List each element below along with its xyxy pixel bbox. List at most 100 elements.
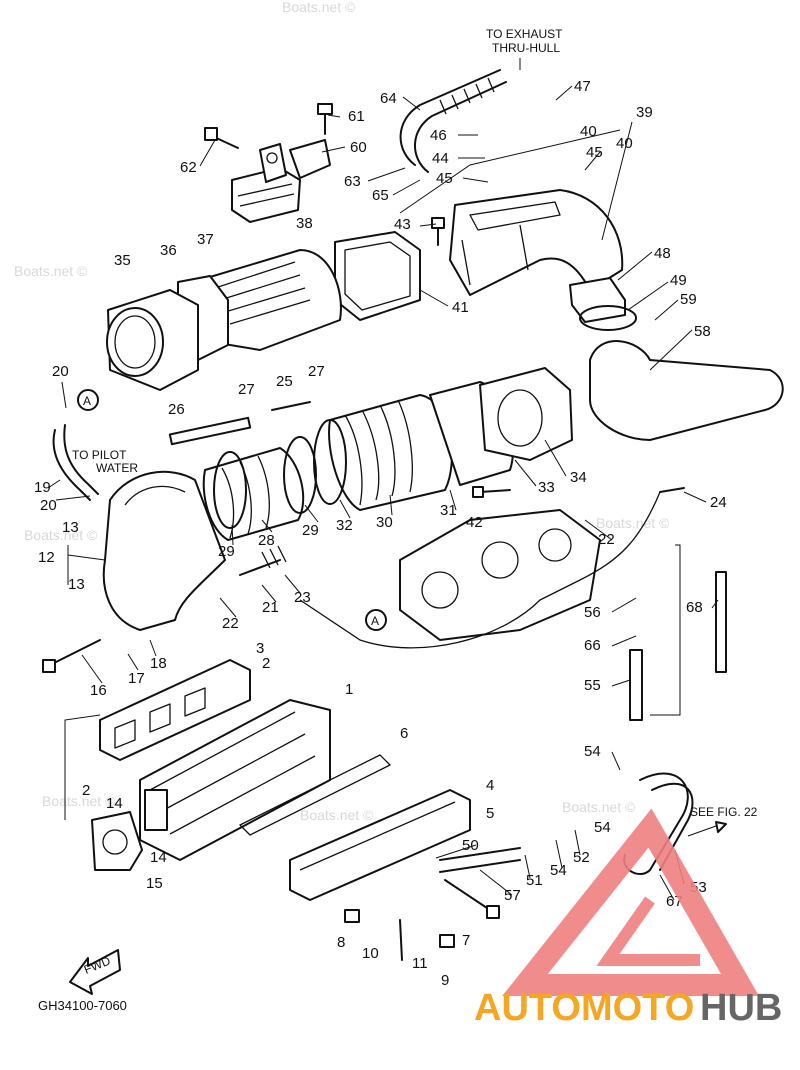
callout-48: 48 bbox=[654, 245, 671, 262]
callout-35: 35 bbox=[114, 252, 131, 269]
callout-28: 28 bbox=[258, 532, 275, 549]
bolt-61 bbox=[317, 103, 333, 135]
see-fig-arrow bbox=[687, 821, 727, 837]
callout-54b: 54 bbox=[594, 819, 611, 836]
callout-30: 30 bbox=[376, 514, 393, 531]
callout-63: 63 bbox=[344, 173, 361, 190]
exhaust-hose-64 bbox=[399, 69, 507, 173]
callout-14a: 14 bbox=[106, 795, 123, 812]
exhaust-note-line1: TO EXHAUST bbox=[486, 27, 563, 41]
cover-4 bbox=[289, 789, 471, 901]
callout-27b: 27 bbox=[308, 363, 325, 380]
callout-38: 38 bbox=[296, 215, 313, 232]
callout-24: 24 bbox=[710, 494, 727, 511]
callout-1: 1 bbox=[345, 681, 353, 698]
callout-14b: 14 bbox=[150, 849, 167, 866]
callout-40a: 40 bbox=[580, 123, 597, 140]
watermark: Boats.net © bbox=[596, 515, 670, 531]
callout-31: 31 bbox=[440, 502, 457, 519]
callout-26: 26 bbox=[168, 401, 185, 418]
callout-54a: 54 bbox=[584, 743, 601, 760]
logo-triangle-icon bbox=[502, 808, 759, 996]
bolt-9 bbox=[439, 934, 455, 948]
ref-a-label: A bbox=[83, 394, 91, 408]
bellows-30 bbox=[328, 394, 453, 511]
callout-10: 10 bbox=[362, 945, 379, 962]
callout-12: 12 bbox=[38, 549, 55, 566]
callout-29a: 29 bbox=[218, 543, 235, 560]
gasket-38 bbox=[334, 231, 421, 321]
fwd-arrow: FWD bbox=[69, 949, 121, 995]
callout-32: 32 bbox=[336, 517, 353, 534]
clamp-32 bbox=[313, 419, 347, 505]
watermark: Boats.net © bbox=[300, 807, 374, 823]
callout-19: 19 bbox=[34, 479, 51, 496]
callout-25: 25 bbox=[276, 373, 293, 390]
callout-65: 65 bbox=[372, 187, 389, 204]
callout-61: 61 bbox=[348, 108, 365, 125]
callout-52: 52 bbox=[573, 849, 590, 866]
callout-34: 34 bbox=[570, 469, 587, 486]
callout-42: 42 bbox=[466, 514, 483, 531]
bolt-21 bbox=[239, 545, 287, 576]
callout-29b: 29 bbox=[302, 522, 319, 539]
ref-circle-a-top: A bbox=[77, 389, 99, 411]
callout-62: 62 bbox=[180, 159, 197, 176]
logo-inner-icon bbox=[596, 896, 700, 966]
watermark: Boats.net © bbox=[42, 793, 116, 809]
watermark: Boats.net © bbox=[14, 263, 88, 279]
callout-3: 3 bbox=[256, 640, 264, 657]
callout-13b: 13 bbox=[68, 576, 85, 593]
callout-43: 43 bbox=[394, 216, 411, 233]
automotohub-logo bbox=[502, 808, 759, 996]
callout-16: 16 bbox=[90, 682, 107, 699]
elbow-pipe-12 bbox=[102, 470, 226, 631]
ref-a-label: A bbox=[371, 614, 379, 628]
bolt-62 bbox=[204, 127, 239, 149]
bolt-16 bbox=[42, 639, 101, 673]
callout-23: 23 bbox=[294, 589, 311, 606]
nipple-24 bbox=[659, 487, 685, 493]
callout-40b: 40 bbox=[616, 135, 633, 152]
callout-44: 44 bbox=[432, 150, 449, 167]
muffler-37 bbox=[199, 249, 342, 351]
callout-17: 17 bbox=[128, 670, 145, 687]
joint-25 bbox=[271, 401, 311, 411]
callout-5: 5 bbox=[486, 805, 494, 822]
callout-51: 51 bbox=[526, 872, 543, 889]
callout-47: 47 bbox=[574, 78, 591, 95]
bolt-7 bbox=[444, 879, 500, 919]
callout-7: 7 bbox=[462, 932, 470, 949]
callout-4: 4 bbox=[486, 777, 494, 794]
pipe-26 bbox=[168, 416, 252, 446]
callout-27a: 27 bbox=[238, 381, 255, 398]
callout-58: 58 bbox=[694, 323, 711, 340]
brand-text-automoto: AUTOMOTO bbox=[474, 987, 694, 1029]
pilot-note-line2: WATER bbox=[96, 461, 138, 475]
coupling-48 bbox=[569, 277, 626, 323]
brand-text-hub: HUB bbox=[700, 987, 782, 1029]
callout-33: 33 bbox=[538, 479, 555, 496]
callout-46: 46 bbox=[430, 127, 447, 144]
callout-68: 68 bbox=[686, 599, 703, 616]
callout-8: 8 bbox=[337, 934, 345, 951]
clamp-49 bbox=[579, 305, 637, 331]
hose-55 bbox=[629, 649, 643, 721]
callout-41: 41 bbox=[452, 299, 469, 316]
callout-21: 21 bbox=[262, 599, 279, 616]
callout-2b: 2 bbox=[82, 782, 90, 799]
watermark: Boats.net © bbox=[562, 799, 636, 815]
callout-37: 37 bbox=[197, 231, 214, 248]
bracket-60 bbox=[231, 139, 331, 223]
pin-10 bbox=[399, 919, 403, 961]
callout-20a: 20 bbox=[52, 363, 69, 380]
plate-15 bbox=[91, 811, 143, 871]
callout-39: 39 bbox=[636, 104, 653, 121]
callout-36: 36 bbox=[160, 242, 177, 259]
callout-50: 50 bbox=[462, 837, 479, 854]
callout-15: 15 bbox=[146, 875, 163, 892]
clamp-29 bbox=[213, 436, 317, 529]
exhaust-note-line2: THRU-HULL bbox=[492, 41, 560, 55]
ref-circle-a-bottom: A bbox=[365, 609, 387, 631]
chamber-35 bbox=[106, 289, 199, 391]
